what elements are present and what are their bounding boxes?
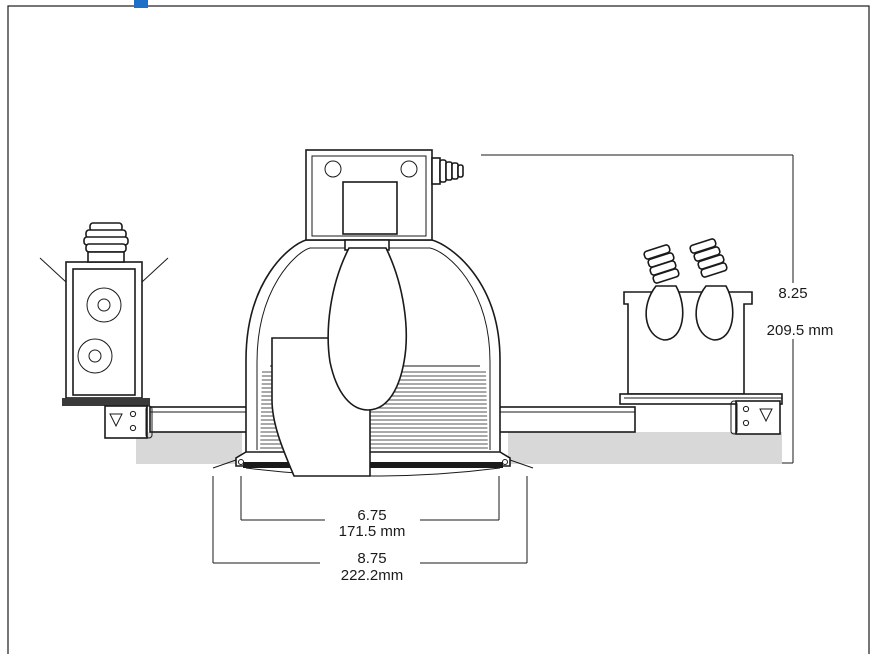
top-housing: [305, 149, 464, 241]
height-inches-label: 8.25: [778, 285, 807, 302]
height-mm-label: 209.5 mm: [767, 322, 834, 339]
accent-tab: [134, 0, 148, 8]
lamp-socket-2: [689, 238, 734, 341]
height-dimension: 8.25 209.5 mm: [481, 154, 850, 464]
overall-mm-label: 222.2mm: [341, 567, 404, 584]
aperture-inches-label: 6.75: [357, 507, 386, 524]
clip-right: [730, 400, 781, 435]
conduit-connector-left: [83, 222, 129, 263]
aperture-mm-label: 171.5 mm: [339, 523, 406, 540]
frame-border: [7, 5, 870, 654]
ceiling-section: [136, 432, 782, 464]
aperture-dimension: 6.75 171.5 mm: [240, 476, 500, 540]
clip-left: [104, 405, 153, 439]
overall-inches-label: 8.75: [357, 550, 386, 567]
ballast-right: [619, 238, 783, 435]
conduit-connector-top: [431, 157, 464, 185]
mounting-bar: [149, 406, 636, 433]
junction-box-left: [39, 222, 169, 439]
lamp-socket-1: [643, 244, 684, 341]
overall-dimension: 8.75 222.2mm: [212, 476, 528, 584]
lamp-bulb: [327, 239, 408, 411]
